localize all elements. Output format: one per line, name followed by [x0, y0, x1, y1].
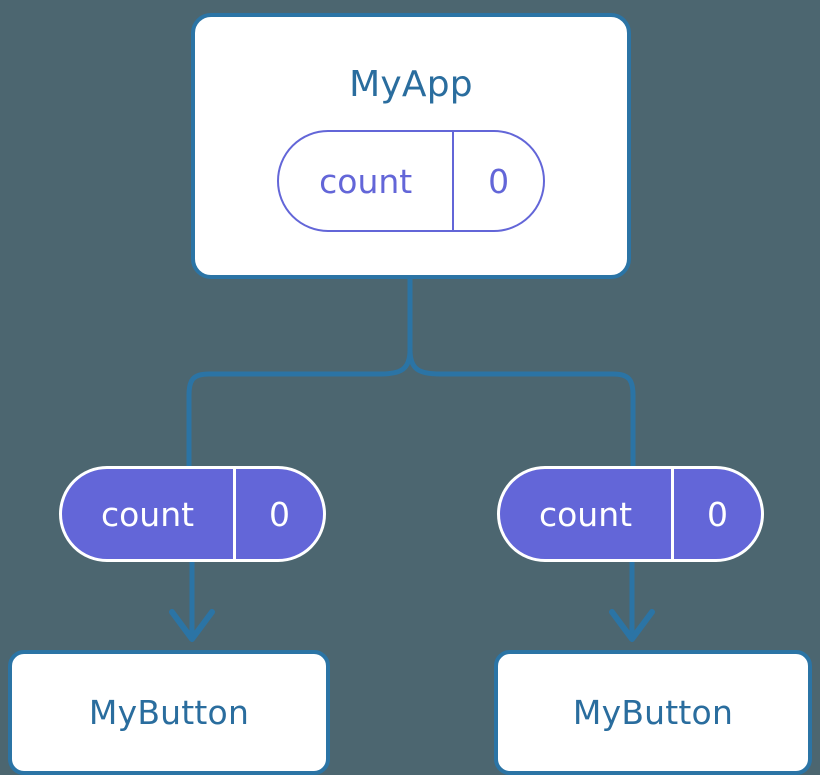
connector-to-left-pill: [186, 347, 413, 469]
component-card-mybutton-0[interactable]: MyButton: [8, 650, 330, 775]
component-label-mybutton-0: MyButton: [88, 693, 250, 732]
arrow-down-icon-left: [169, 609, 215, 642]
component-card-mybutton-1[interactable]: MyButton: [494, 650, 812, 775]
state-pill-child-0[interactable]: count 0: [59, 466, 326, 562]
state-key-root: count: [319, 161, 413, 201]
state-value-root: 0: [452, 132, 543, 230]
state-key-child-1: count: [538, 494, 633, 534]
component-label-myapp: MyApp: [349, 64, 473, 105]
state-pill-root[interactable]: count 0: [277, 130, 545, 232]
state-value-child-0: 0: [233, 469, 323, 559]
state-key-child-0: count: [100, 494, 195, 534]
arrow-down-icon-right: [609, 609, 655, 642]
component-label-mybutton-1: MyButton: [572, 693, 734, 732]
state-value-child-1: 0: [671, 469, 761, 559]
connector-to-right-pill: [407, 347, 636, 469]
state-pill-child-1[interactable]: count 0: [497, 466, 764, 562]
